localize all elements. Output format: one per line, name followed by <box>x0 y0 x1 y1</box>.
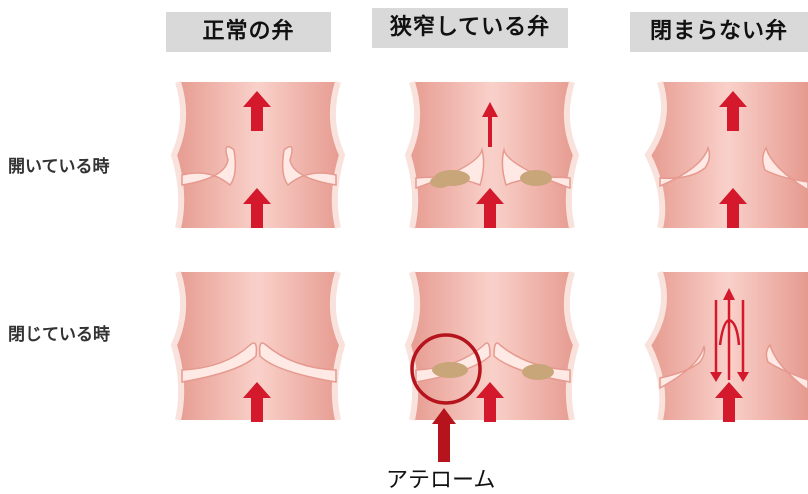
panel-stenosis-open <box>408 82 576 228</box>
atheroma-pointer-arrow-shaft <box>438 420 450 462</box>
panel-stenosis-closed <box>408 272 576 462</box>
atheroma-label: アテローム <box>386 462 495 494</box>
panel-normal-open <box>174 82 342 228</box>
panel-normal-closed <box>174 272 342 422</box>
panel-regurgitation-closed <box>648 272 808 422</box>
panel-regurgitation-open <box>648 82 808 228</box>
